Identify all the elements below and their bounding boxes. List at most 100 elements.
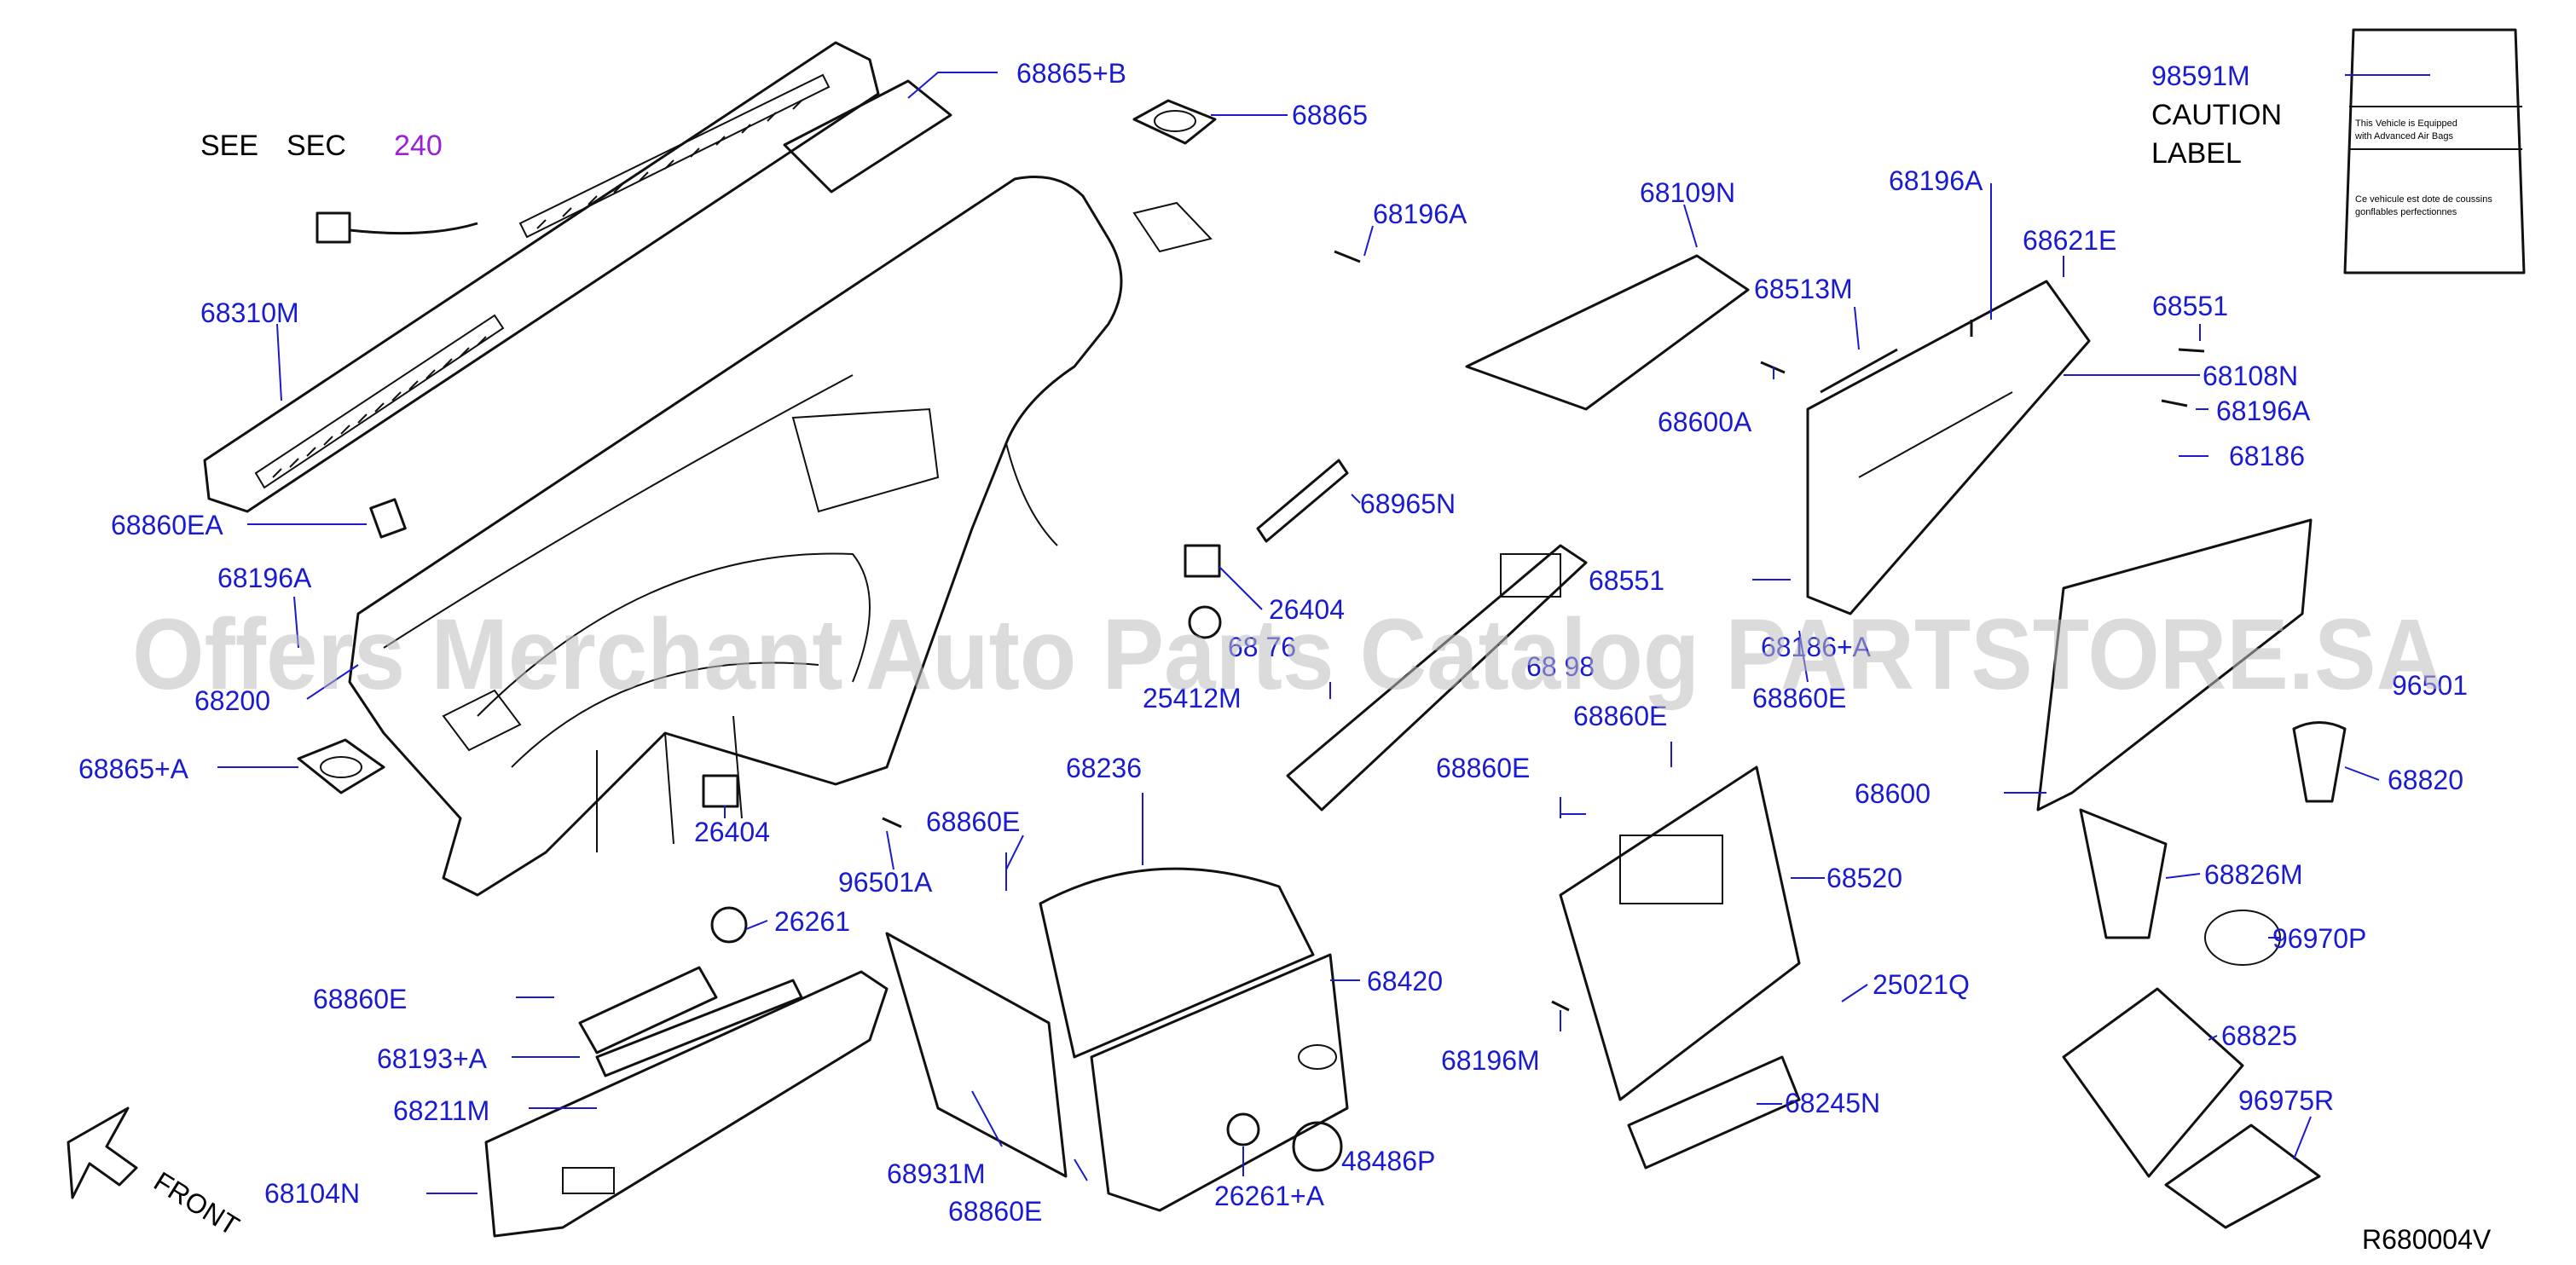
part-label[interactable]: 26261 [774,906,850,937]
see-section-note: SEE SEC 240 [200,130,443,162]
part-label[interactable]: 25412M [1143,683,1242,713]
sec-number: 240 [394,130,443,162]
harness-connector [315,211,478,244]
part-label[interactable]: 68865+B [1016,58,1126,89]
cluster-finisher-68420 [1090,953,1349,1212]
part-label[interactable]: 25021Q [1873,969,1970,1000]
front-arrow-icon [67,1106,138,1199]
sec-word: SEC [287,130,346,162]
part-label[interactable]: 68420 [1367,966,1443,996]
center-bezel-68520 [1559,765,1801,1101]
part-label[interactable]: 96975R [2238,1085,2334,1116]
part-label[interactable]: 68820 [2388,765,2463,795]
part-label[interactable]: 68196A [217,563,312,593]
part-label[interactable]: 68245N [1785,1088,1880,1118]
part-label[interactable]: 68860E [313,984,407,1014]
cup-holder-68820 [2292,721,2347,803]
part-label[interactable]: 68860E [948,1196,1042,1227]
card-text-en-2: with Advanced Air Bags [2354,131,2453,142]
side-vent-left [369,498,407,539]
part-label[interactable]: 68513M [1754,274,1853,304]
part-label[interactable]: 68600 [1855,778,1931,809]
bracket-68965n [1256,459,1349,543]
pad-96975r [2164,1123,2321,1229]
diagram-ref: R680004V [2362,1224,2492,1255]
glove-box-68600 [2036,518,2313,812]
ring-48486p [1292,1121,1343,1172]
partial-label: 68 98 [1526,651,1595,682]
part-label[interactable]: 68196M [1441,1045,1540,1076]
front-label: FRONT [148,1165,245,1241]
speaker-grille-right [1132,99,1217,145]
instrument-panel [348,176,1213,897]
leader-lines [217,72,2430,1194]
part-label[interactable]: 68825 [2221,1020,2297,1051]
cluster-lid-68108n [1806,280,2091,615]
duct-68109n [1465,254,1750,411]
part-label[interactable]: 68310M [200,297,299,328]
part-label[interactable]: 68931M [887,1158,986,1189]
label-98591m: 98591M [2151,61,2250,91]
part-label[interactable]: 68520 [1826,863,1902,893]
part-label[interactable]: 68196A [2216,396,2311,426]
part-label[interactable]: 68109N [1640,177,1735,208]
card-text-en-1: This Vehicle is Equipped [2355,118,2457,129]
cluster-lid-68236 [1039,867,1315,1059]
knee-panel-68104n [484,970,889,1238]
caution-label-card [2343,28,2526,274]
part-label[interactable]: 68965N [1360,488,1456,519]
part-label[interactable]: 68211M [393,1095,489,1126]
part-label[interactable]: 68860E [926,806,1020,837]
part-label[interactable]: 96501A [838,867,933,898]
panel-68198 [1286,544,1588,812]
clip-26404-a [1184,544,1221,578]
part-label[interactable]: 48486P [1341,1146,1435,1176]
part-label[interactable]: 68200 [194,685,270,716]
pipe-68513m [1820,348,1898,394]
part-label[interactable]: 68865 [1292,100,1368,130]
card-text-fr-1: Ce vehicule est dote de coussins [2355,194,2492,205]
caution-word: CAUTION [2151,99,2282,131]
see-word: SEE [200,130,258,162]
cup-holder-68825 [2062,987,2244,1178]
defroster-grille [203,41,880,513]
part-label[interactable]: 68551 [2152,291,2228,321]
partial-label: 96501 [2392,670,2468,701]
label-word: LABEL [2151,137,2242,170]
glove-side-68931m [885,932,1068,1178]
partial-label: 68 76 [1228,632,1296,662]
caution-label-text: 98591M CAUTION LABEL This Vehicle is Equ… [2151,61,2492,217]
watermark: Offers Merchant Auto Parts Catalog PARTS… [132,598,2443,711]
part-label[interactable]: 68104N [264,1178,360,1209]
part-label[interactable]: 68865+A [78,754,189,784]
part-labels: 68865+B 68865 68196A 68310M 68860EA 6819… [78,58,2468,1227]
part-label[interactable]: 68186 [2229,441,2305,471]
lower-bezel-68245n [1627,1055,1801,1170]
part-label[interactable]: 68196A [1373,199,1467,229]
part-label[interactable]: 26404 [1269,594,1345,625]
part-label[interactable]: 68826M [2204,859,2303,890]
part-label[interactable]: 68193+A [377,1043,488,1074]
part-label[interactable]: 68860E [1436,753,1530,783]
clip-26404-b [702,774,739,808]
part-label[interactable]: 68196A [1889,165,1983,196]
lower-panel-68193a [578,966,803,1077]
part-label[interactable]: 68551 [1589,565,1664,596]
sun-sensor-pad [783,79,952,194]
cup-holder-68826m [2079,808,2168,939]
part-label[interactable]: 68600A [1658,407,1752,437]
part-label[interactable]: 68621E [2023,225,2116,256]
part-label[interactable]: 26404 [694,817,770,847]
speaker-grille-left [297,738,385,794]
part-label[interactable]: 96970P [2272,923,2366,954]
card-text-fr-2: gonflables perfectionnes [2355,207,2457,217]
part-label[interactable]: 68236 [1066,753,1142,783]
part-label[interactable]: 68860EA [111,510,223,540]
part-label[interactable]: 68860E [1752,683,1846,713]
part-label[interactable]: 68108N [2203,361,2298,391]
bulb-sockets [710,605,1260,1147]
part-label[interactable]: 26261+A [1214,1181,1325,1211]
partial-label: 68186+A [1761,632,1872,662]
part-label[interactable]: 68860E [1573,701,1667,731]
